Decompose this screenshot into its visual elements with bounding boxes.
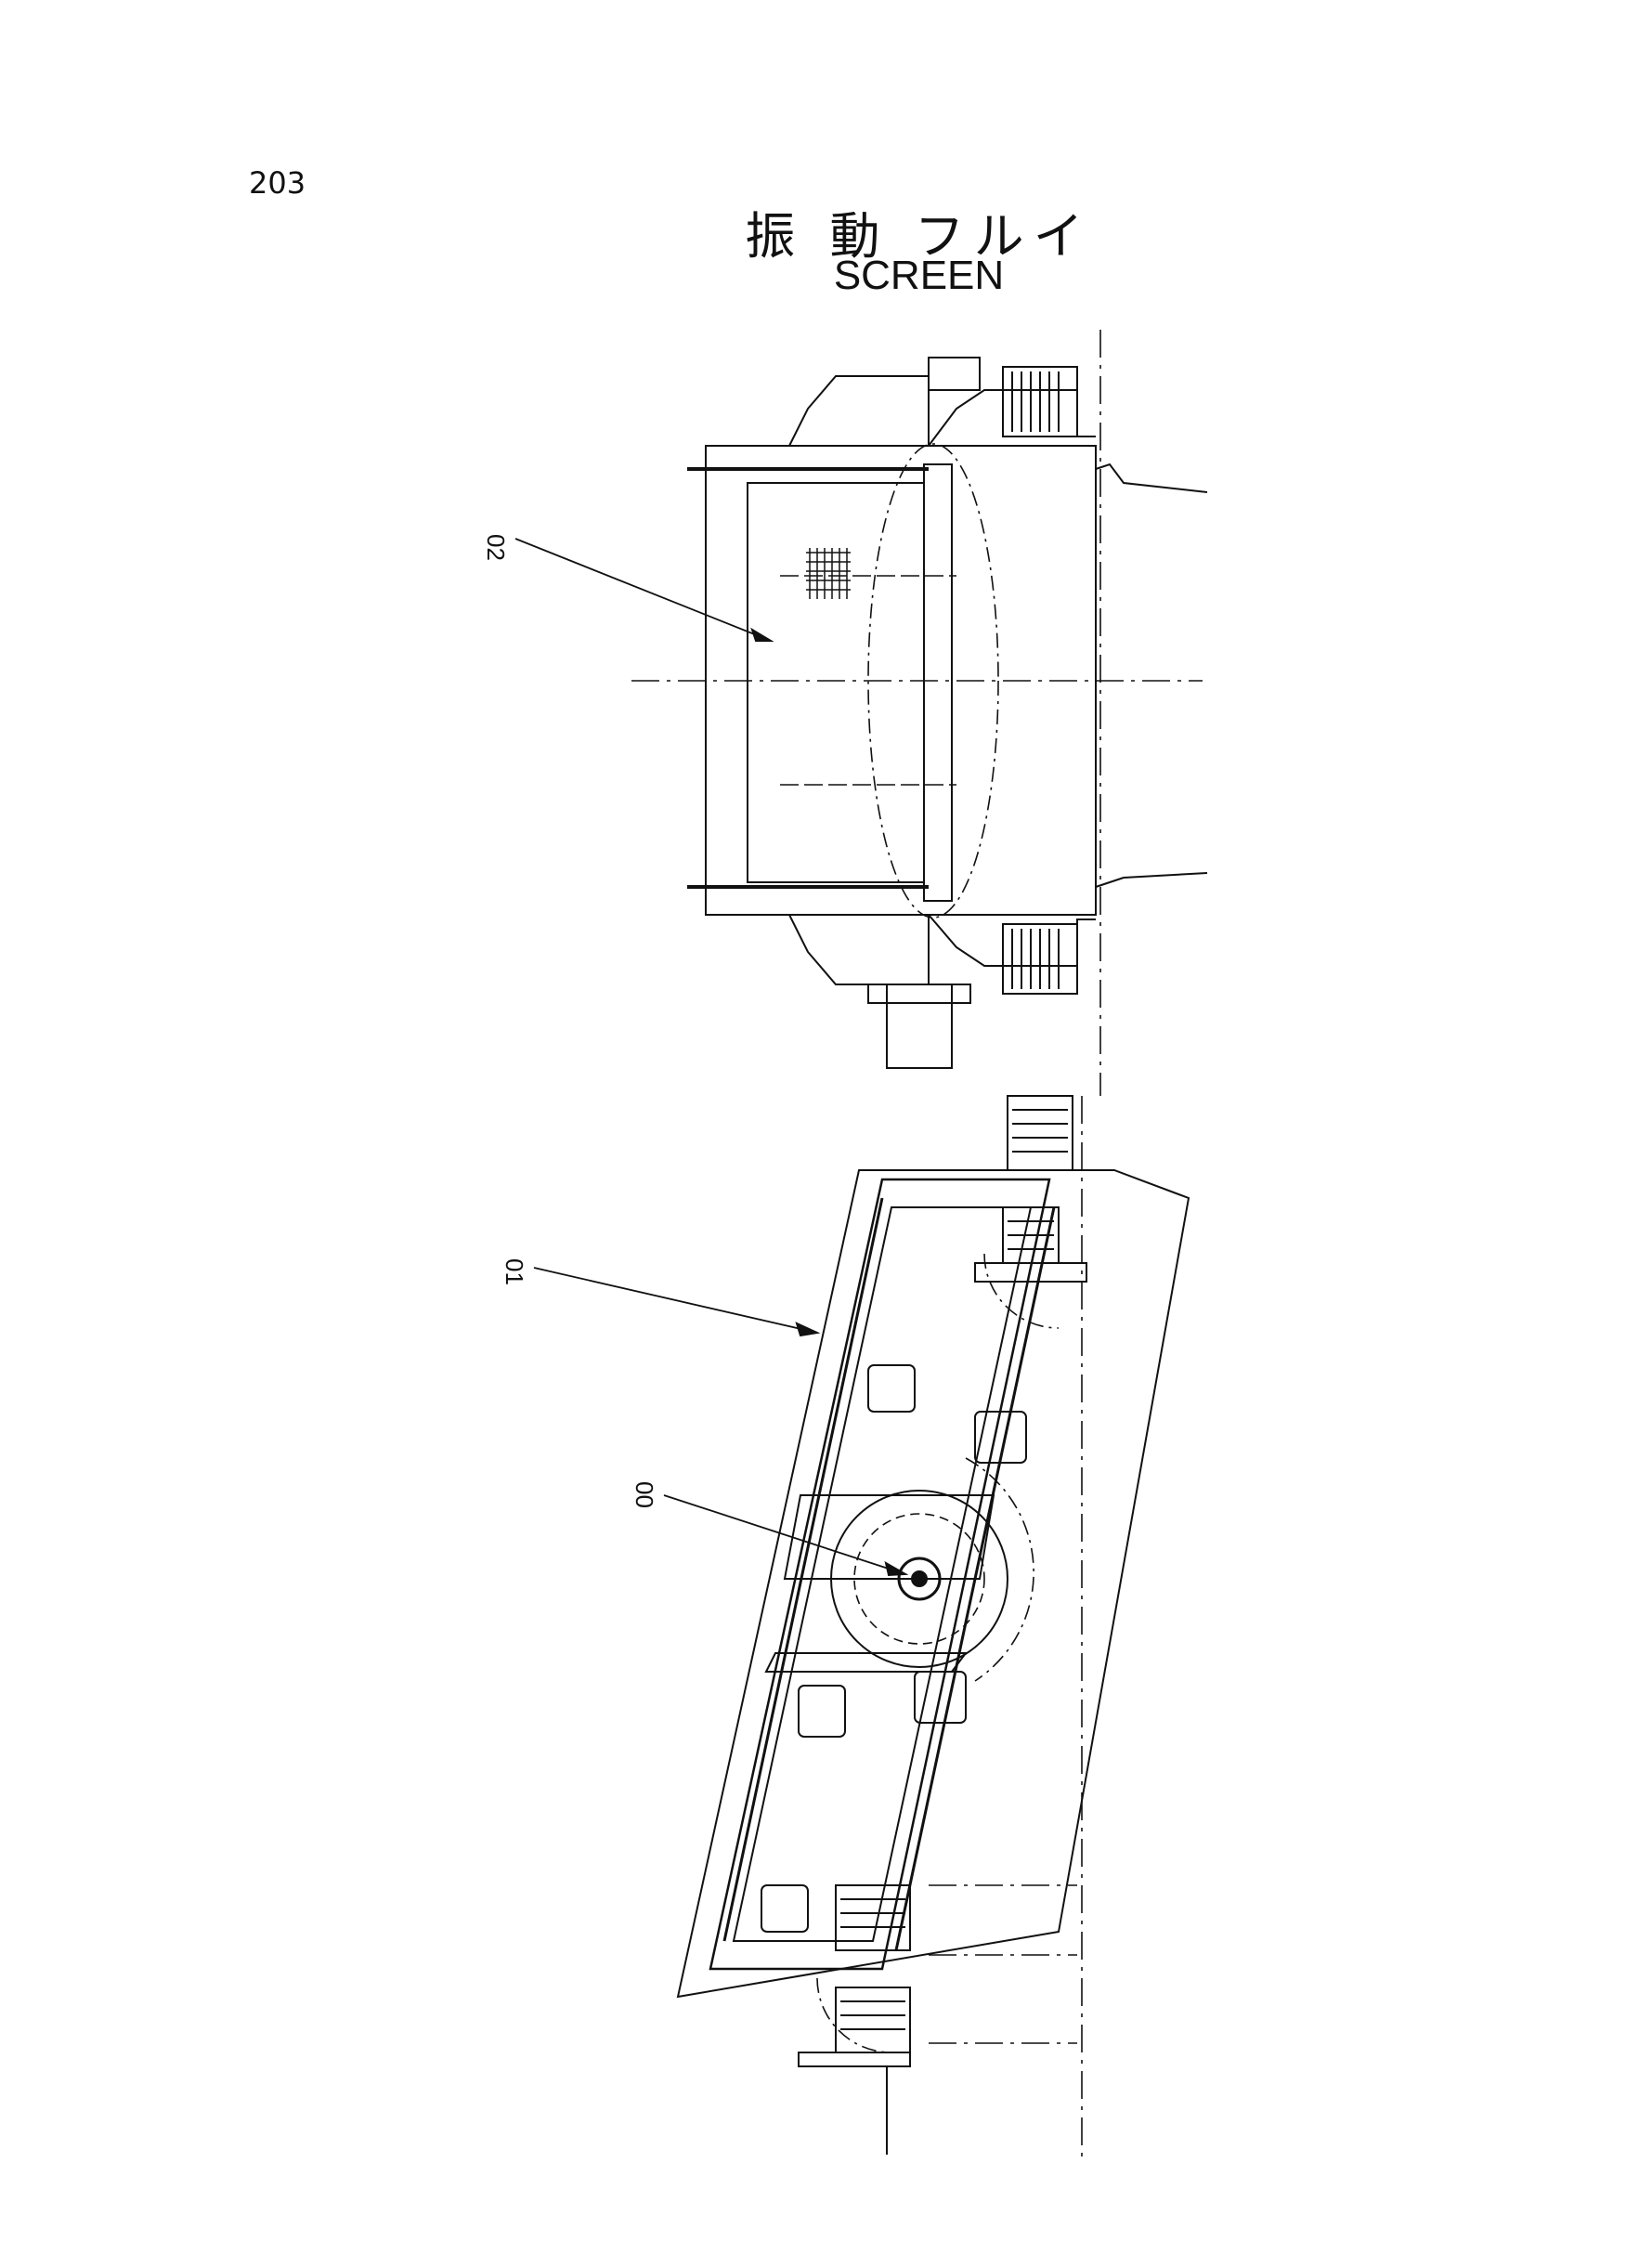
callout-label-01: 01 [501,1258,528,1285]
title-japanese: 振 動 フルイ [745,207,1093,266]
side-view [676,1095,1190,2164]
callout-label-02: 02 [482,534,510,561]
top-view [631,330,1208,1096]
callout-01: 01 [501,1258,821,1337]
callout-label-00: 00 [631,1481,658,1508]
spring-top [974,1095,1087,1283]
callout-00: 00 [631,1481,909,1577]
page-number: 203 [249,165,306,201]
callout-02: 02 [482,534,774,642]
spring-bottom [798,1884,911,2155]
title-english: SCREEN [833,253,1005,298]
